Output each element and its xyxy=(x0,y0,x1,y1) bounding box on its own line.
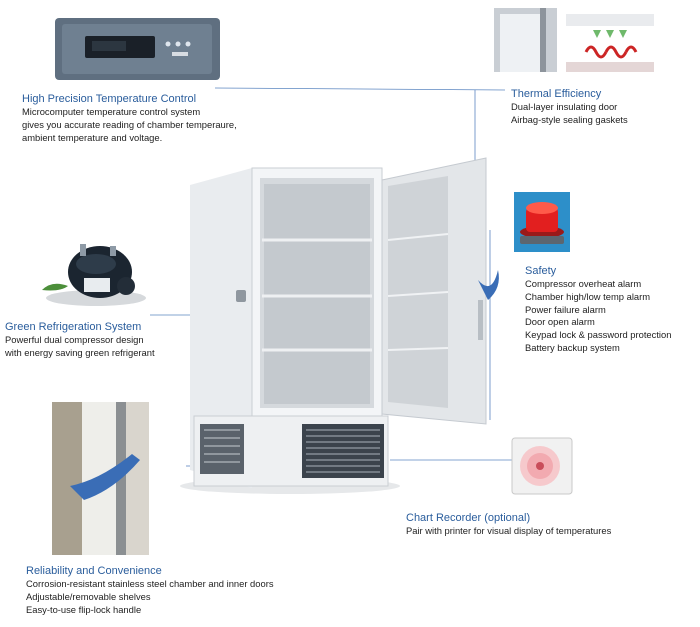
feature-line: Power failure alarm xyxy=(525,303,606,315)
feature-line: Powerful dual compressor design xyxy=(5,334,144,345)
feature-description: Microcomputer temperature control system… xyxy=(22,106,237,144)
feature-line: Chamber high/low temp alarm xyxy=(525,290,651,302)
feature-safety: Safety Compressor overheat alarm Chamber… xyxy=(525,265,671,355)
feature-title: Reliability and Convenience xyxy=(26,565,162,577)
feature-description: Dual-layer insulating door Airbag-style … xyxy=(511,101,628,127)
freezer-icon xyxy=(180,157,499,494)
feature-line: Microcomputer temperature control system xyxy=(22,106,201,117)
feature-title: Safety xyxy=(525,265,557,277)
feature-line: ambient temperature and voltage. xyxy=(22,131,163,143)
feature-line: Adjustable/removable shelves xyxy=(26,590,151,602)
feature-title: Thermal Efficiency xyxy=(511,88,602,100)
feature-line: Easy-to-use flip-lock handle xyxy=(26,603,142,615)
handle-closeup-icon xyxy=(52,402,149,555)
feature-temperature-control: High Precision Temperature Control Micro… xyxy=(22,93,237,144)
control-panel-icon xyxy=(55,18,220,80)
feature-line: Keypad lock & password protection xyxy=(525,329,672,341)
feature-line: Dual-layer insulating door xyxy=(511,101,618,112)
feature-description: Powerful dual compressor design with ene… xyxy=(5,334,155,360)
feature-title: Green Refrigeration System xyxy=(5,321,142,333)
feature-line: with energy saving green refrigerant xyxy=(5,346,155,358)
compressor-icon xyxy=(42,244,146,306)
feature-thermal-efficiency: Thermal Efficiency Dual-layer insulating… xyxy=(511,88,628,127)
feature-title: Chart Recorder (optional) xyxy=(406,512,531,524)
feature-line: Corrosion-resistant stainless steel cham… xyxy=(26,578,274,589)
feature-line: Compressor overheat alarm xyxy=(525,278,642,289)
chart-recorder-icon xyxy=(511,437,573,495)
feature-line: gives you accurate reading of chamber te… xyxy=(22,118,237,130)
feature-line: Battery backup system xyxy=(525,341,620,353)
feature-line: Door open alarm xyxy=(525,316,595,328)
feature-line: Airbag-style sealing gaskets xyxy=(511,113,628,125)
alarm-light-icon xyxy=(514,192,570,252)
feature-description: Corrosion-resistant stainless steel cham… xyxy=(26,578,274,616)
feature-chart-recorder: Chart Recorder (optional) Pair with prin… xyxy=(406,512,611,538)
door-gasket-icon xyxy=(494,8,654,72)
feature-description: Compressor overheat alarm Chamber high/l… xyxy=(525,278,671,355)
feature-reliability: Reliability and Convenience Corrosion-re… xyxy=(26,565,274,616)
feature-description: Pair with printer for visual display of … xyxy=(406,525,611,538)
feature-line: Pair with printer for visual display of … xyxy=(406,525,612,536)
feature-green-refrigeration: Green Refrigeration System Powerful dual… xyxy=(5,321,155,360)
feature-title: High Precision Temperature Control xyxy=(22,93,197,105)
